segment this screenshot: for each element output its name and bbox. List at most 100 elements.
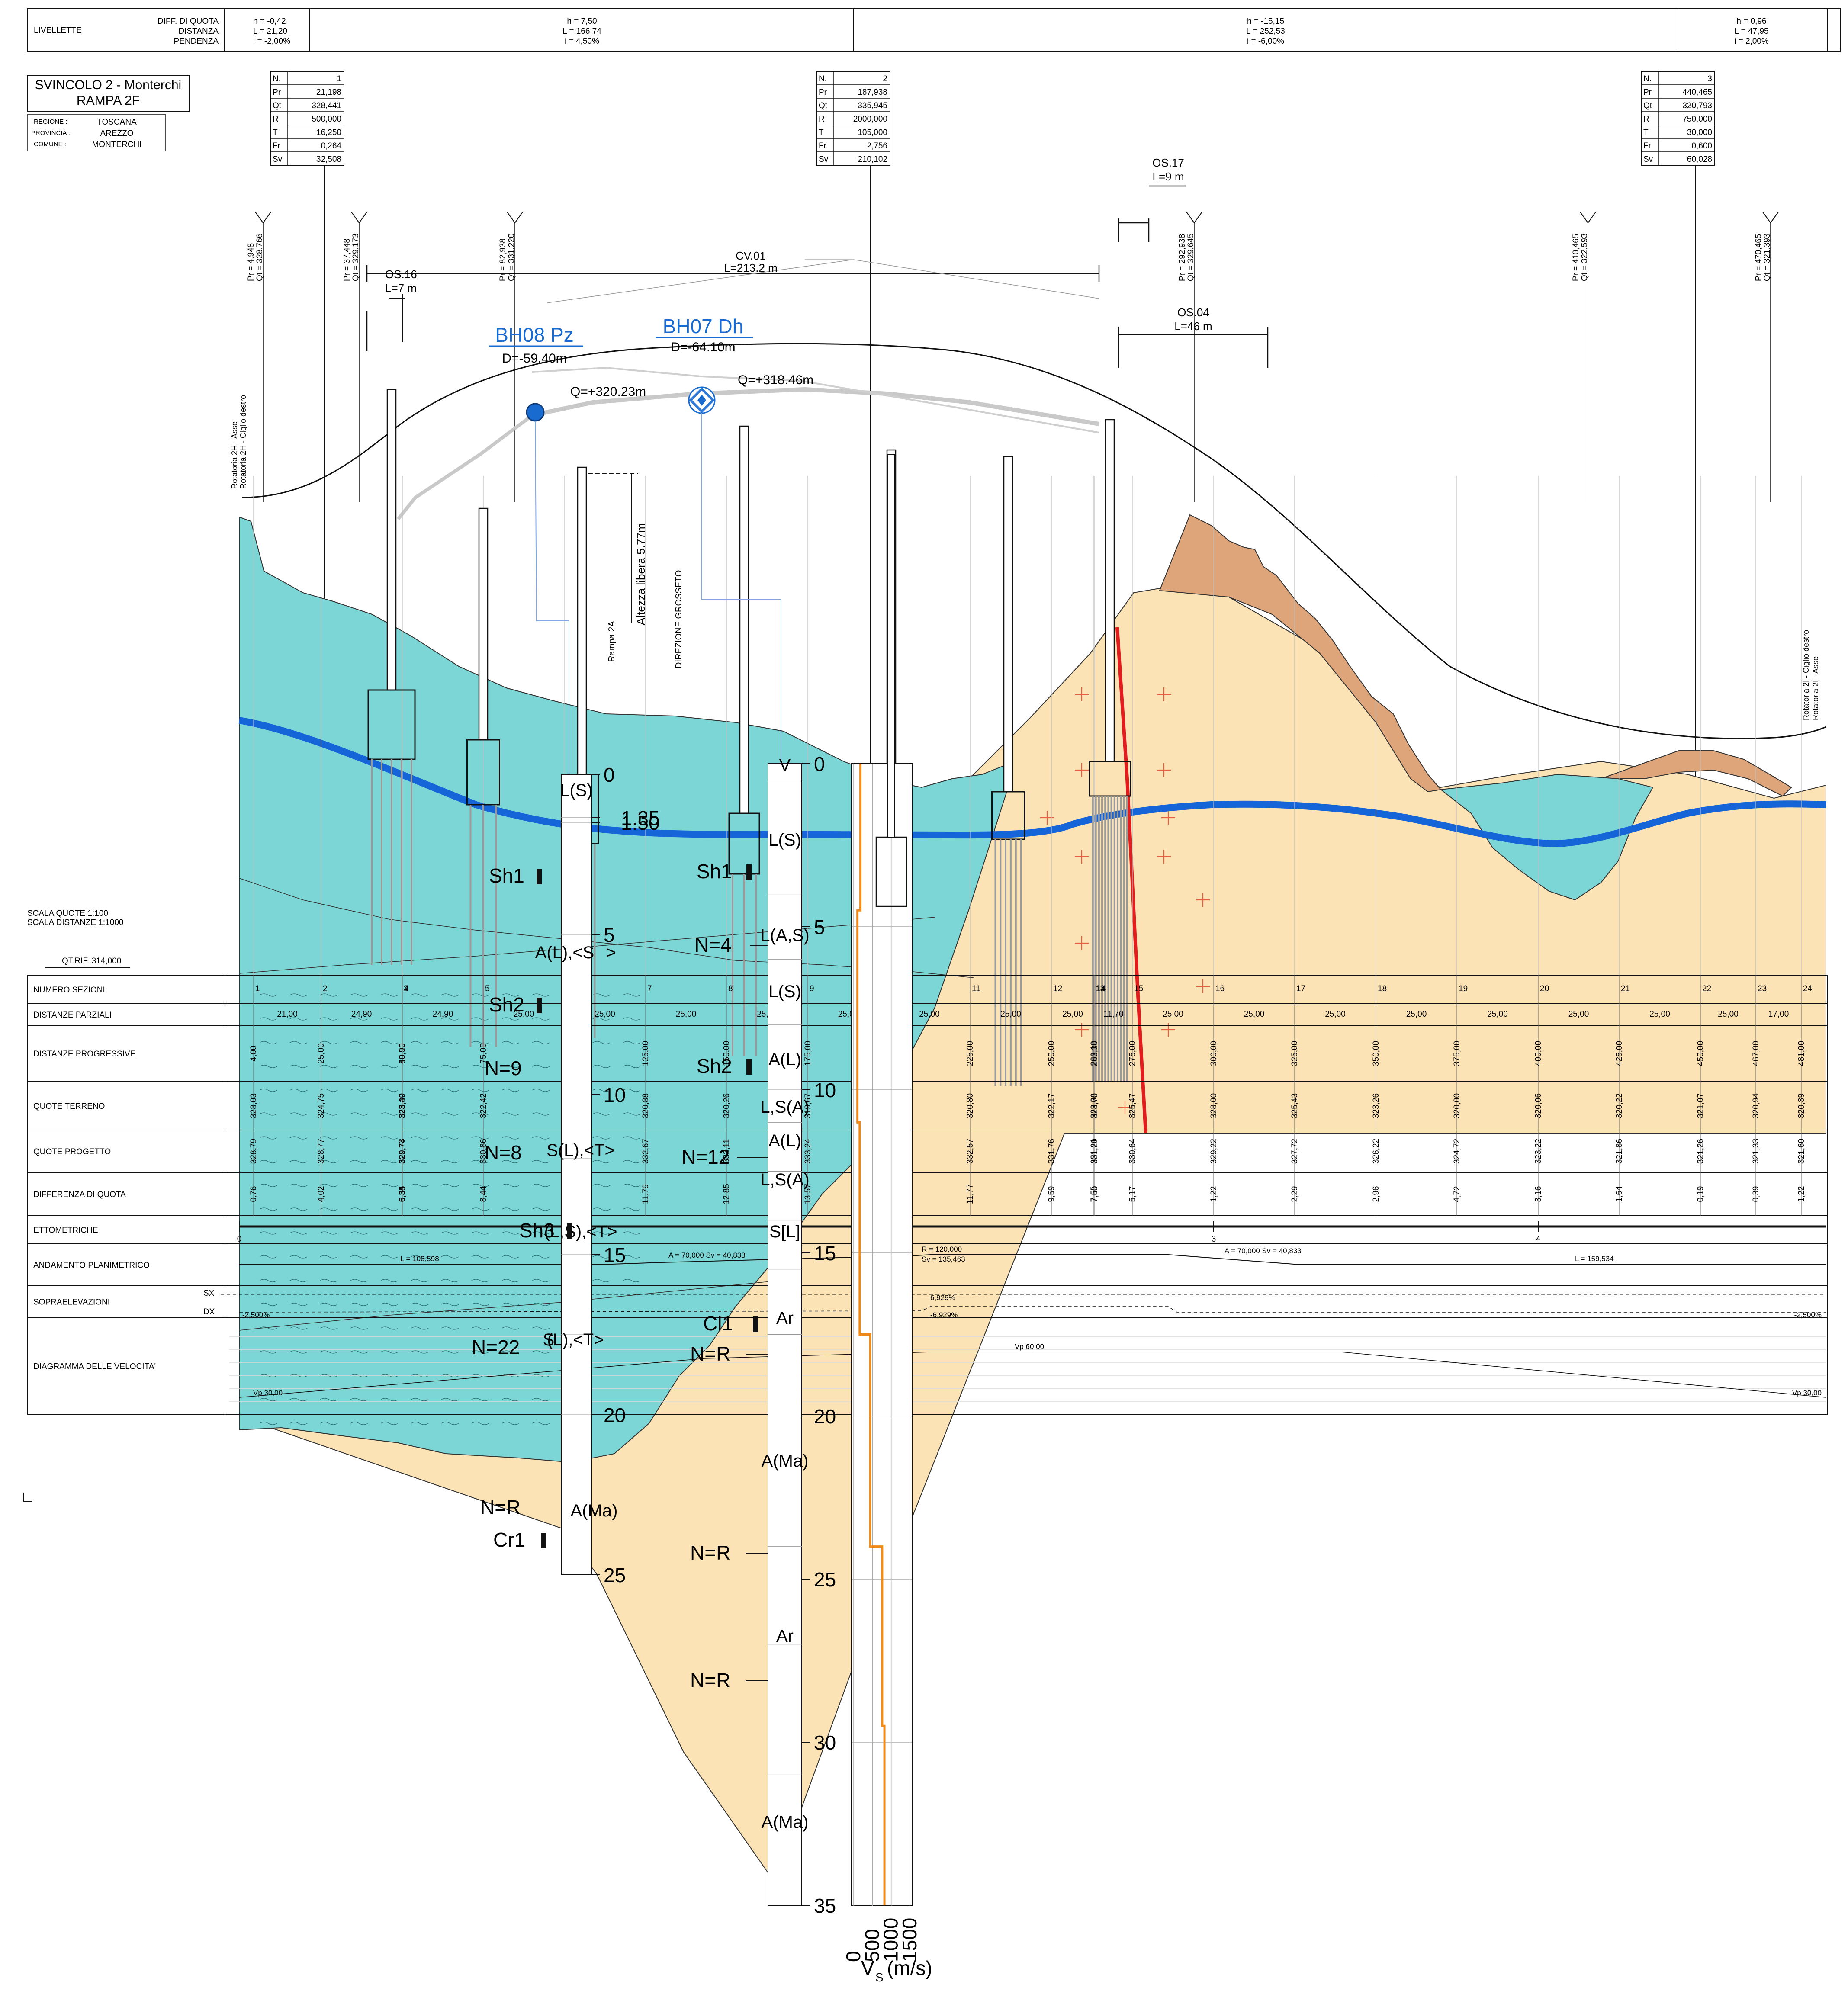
vertex-table-label: R	[273, 115, 279, 124]
grid-value: 323,70	[1090, 1093, 1099, 1118]
velocity-label: Vp 60,00	[1015, 1342, 1044, 1351]
vertex-table-value: 60,028	[1687, 155, 1712, 164]
rotatoria-left-label-2: Rotatoria 2H - Ciglio destro	[239, 395, 247, 489]
vertex-table-label: T	[1643, 128, 1649, 137]
vertex-table-value: 2000,000	[853, 115, 887, 124]
grid-value: 9,59	[1047, 1186, 1056, 1202]
layer-label: A(L)	[768, 1131, 801, 1150]
vs-tick-label: 1000	[880, 1918, 902, 1962]
grid-value: 321,26	[1696, 1139, 1705, 1164]
grid-value: 328,00	[1209, 1093, 1218, 1118]
planimetric-label: A = 70,000 Sv = 40,833	[1225, 1247, 1302, 1255]
aquifer-hatching	[259, 993, 641, 1425]
partial-distance: 25,00	[1406, 1010, 1427, 1019]
grid-value: 332,67	[641, 1139, 650, 1164]
sample-label: Sh2	[489, 993, 524, 1016]
grid-value: 50,10	[398, 1043, 407, 1064]
section-number: 17	[1296, 984, 1305, 993]
ettometrica: 0	[237, 1235, 242, 1244]
station-qt: Qt = 331,220	[507, 234, 516, 281]
sample-label: Sh1	[697, 860, 732, 883]
superelevation-value: 6,929%	[930, 1294, 955, 1302]
depth-label: 15	[604, 1244, 626, 1266]
partial-distance: 21,00	[277, 1010, 298, 1019]
grid-value: 49,90	[398, 1043, 407, 1064]
altezza-libera-label: Altezza libera 5.77m	[634, 523, 647, 625]
layer-label: A(L),<S	[535, 943, 595, 962]
superelevation-value: -6,929%	[930, 1311, 958, 1319]
grid-value: 263,10	[1090, 1041, 1099, 1066]
section-number: 19	[1459, 984, 1468, 993]
svg-text:i = 2,00%: i = 2,00%	[1734, 37, 1769, 46]
nspt-label: N=R	[690, 1669, 730, 1692]
grid-row-label: DISTANZE PROGRESSIVE	[33, 1050, 135, 1059]
grid-value: 2,29	[1290, 1186, 1299, 1202]
depth-label: 0	[604, 764, 615, 786]
livellette-header-line: PENDENZA	[174, 37, 219, 46]
layer-label: S	[543, 1330, 555, 1349]
project-subtitle: RAMPA 2F	[77, 93, 140, 108]
project-title-block: SVINCOLO 2 - Monterchi RAMPA 2F REGIONE …	[27, 75, 190, 151]
layer-label: S[L]	[769, 1222, 800, 1241]
grid-value: 323,22	[1534, 1139, 1543, 1164]
grid-value: 323,39	[398, 1093, 407, 1118]
partial-distance: 25,00	[1325, 1010, 1346, 1019]
os04-name: OS.04	[1177, 306, 1209, 319]
depth-label: 10	[814, 1079, 836, 1101]
section-number: 7	[647, 984, 652, 993]
grid-value: 2,96	[1372, 1186, 1381, 1202]
nspt-label: N=22	[472, 1336, 520, 1358]
borehole-log-bh07: 05101520253035VL(S)L(A,S)L(S)A(L)L,S(A)A…	[681, 753, 836, 1917]
grid-value: 481,00	[1797, 1041, 1806, 1066]
grid-value: 1,22	[1209, 1186, 1218, 1202]
station-qt: Qt = 328,766	[255, 234, 264, 281]
svg-text:h = -15,15: h = -15,15	[1247, 17, 1284, 26]
section-number: 8	[728, 984, 733, 993]
partial-distance: 25,00	[1244, 1010, 1265, 1019]
grid-value: 175,00	[803, 1041, 813, 1066]
vs-axis-unit: (m/s)	[887, 1957, 932, 1979]
grid-value: 450,00	[1696, 1041, 1705, 1066]
grid-value: 0,19	[1696, 1186, 1705, 1202]
superelevation-value: -2,500%	[242, 1311, 270, 1319]
sample-label: Sh3	[519, 1219, 555, 1242]
grid-value: 1,64	[1615, 1186, 1624, 1202]
clay-cap	[1159, 514, 1442, 793]
section-number: 9	[810, 984, 814, 993]
grid-value: 400,00	[1534, 1041, 1543, 1066]
vs-tick-label: 0	[842, 1951, 865, 1962]
project-title: SVINCOLO 2 - Monterchi	[35, 78, 181, 92]
svg-text:L = 21,20: L = 21,20	[253, 27, 287, 36]
bh07-name: BH07 Dh	[663, 315, 744, 337]
vertex-table-label: Qt	[819, 101, 828, 110]
station-pr: Pr = 292,938	[1178, 234, 1187, 281]
grid-value: 333,11	[722, 1139, 731, 1164]
depth-label: 1.35	[621, 807, 660, 829]
nspt-label: N=12	[681, 1146, 730, 1168]
svg-text:L = 166,74: L = 166,74	[562, 27, 601, 36]
vertex-table-value: 32,508	[316, 155, 341, 164]
planimetric-label: L = 159,534	[1575, 1255, 1614, 1263]
vertex-table-value: 210,102	[858, 155, 887, 164]
vs-profile-line	[856, 764, 886, 1905]
pier	[991, 456, 1025, 1086]
grid-value: 330,86	[479, 1139, 488, 1164]
livellette-label: LIVELLETTE	[34, 26, 82, 35]
section-number: 4	[404, 984, 409, 993]
livellette-segment: h = -15,15 L = 252,53 i = -6,00%	[1246, 17, 1285, 46]
cv01-apex-lines	[547, 259, 1099, 303]
borehole-bh08: BH08 Pz D=-59.40m Q=+320.23m	[489, 324, 646, 813]
sample-label: Cl1	[703, 1312, 733, 1335]
grid-row-label: DISTANZE PARZIALI	[33, 1011, 112, 1020]
province-label: PROVINCIA :	[31, 129, 70, 137]
sample-label: Sh1	[489, 864, 524, 887]
layer-label: L(S)	[768, 982, 801, 1001]
grid-value: 325,43	[1290, 1093, 1299, 1118]
vertex-table-value: 320,793	[1682, 101, 1712, 110]
section-number: 12	[1053, 984, 1062, 993]
layer-label: Ar	[776, 1309, 794, 1328]
scale-heights: SCALA QUOTE 1:100	[27, 909, 108, 918]
